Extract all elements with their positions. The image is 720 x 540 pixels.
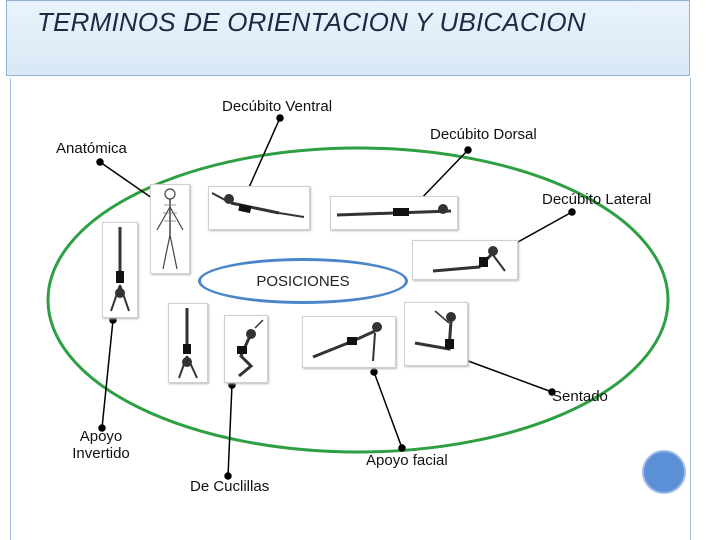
figure-apoyo-facial — [302, 316, 396, 368]
label-apoyo-invertido-line1: Apoyo — [79, 428, 123, 445]
figure-decubito-ventral — [208, 186, 310, 230]
figure-apoyo-invertido — [102, 222, 138, 318]
label-sentado: Sentado — [552, 388, 608, 405]
figure-sentado — [404, 302, 468, 366]
label-de-cuclillas: De Cuclillas — [190, 478, 270, 495]
label-decubito-ventral: Decúbito Ventral — [222, 98, 333, 115]
label-apoyo-invertido-line2: Invertido — [72, 445, 130, 462]
label-apoyo-invertido: Apoyo Invertido — [56, 428, 146, 462]
right-border-line — [690, 78, 691, 540]
positions-ellipse — [46, 146, 670, 454]
connector-apoyo-invertido — [98, 316, 117, 432]
page-title: TERMINOS DE ORIENTACION Y UBICACION — [37, 7, 586, 37]
title-bar: TERMINOS DE ORIENTACION Y UBICACION — [6, 0, 690, 76]
connector-apoyo-facial — [370, 368, 406, 452]
figure-anatomica — [150, 184, 190, 274]
label-apoyo-facial: Apoyo facial — [366, 452, 448, 469]
decorative-circle — [642, 450, 686, 494]
label-decubito-lateral: Decúbito Lateral — [542, 191, 652, 208]
center-node-posiciones: POSICIONES — [198, 258, 408, 304]
connector-sentado — [456, 354, 556, 396]
connector-cuclillas — [224, 381, 236, 480]
connector-dorsal — [411, 146, 472, 209]
figure-decubito-lateral — [412, 240, 518, 280]
figure-cuclillas — [224, 315, 268, 383]
figure-parada-manos — [168, 303, 208, 383]
label-decubito-dorsal: Decúbito Dorsal — [430, 126, 537, 143]
left-border-line — [10, 78, 11, 540]
label-anatomica: Anatómica — [56, 140, 127, 157]
figure-decubito-dorsal — [330, 196, 458, 230]
